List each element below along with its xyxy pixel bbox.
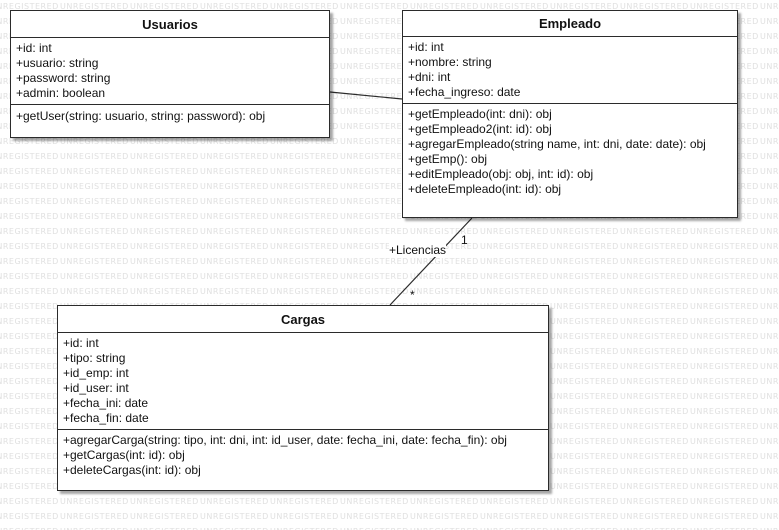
- class-cargas-methods: +agregarCarga(string: tipo, int: dni, in…: [58, 429, 548, 481]
- class-empleado-attributes: +id: int+nombre: string+dni: int+fecha_i…: [403, 37, 737, 103]
- attribute-row: +tipo: string: [63, 351, 126, 365]
- method-row: +agregarCarga(string: tipo, int: dni, in…: [63, 433, 507, 447]
- attribute-row: +fecha_ingreso: date: [408, 85, 521, 99]
- attribute-row: +password: string: [16, 71, 111, 85]
- attribute-row: +admin: boolean: [16, 86, 106, 100]
- attribute-row: +dni: int: [408, 70, 451, 84]
- class-usuarios[interactable]: Usuarios +id: int+usuario: string+passwo…: [10, 10, 330, 138]
- attribute-row: +id_emp: int: [63, 366, 129, 380]
- method-row: +getEmpleado2(int: id): obj: [408, 122, 552, 136]
- multiplicity-cargas-label: *: [410, 288, 415, 302]
- class-empleado-title: Empleado: [403, 11, 737, 37]
- class-usuarios-methods: +getUser(string: usuario, string: passwo…: [11, 104, 329, 127]
- class-empleado[interactable]: Empleado +id: int+nombre: string+dni: in…: [402, 10, 738, 218]
- class-cargas-attributes: +id: int+tipo: string+id_emp: int+id_use…: [58, 333, 548, 429]
- class-usuarios-attributes: +id: int+usuario: string+password: strin…: [11, 38, 329, 104]
- class-empleado-methods: +getEmpleado(int: dni): obj+getEmpleado2…: [403, 103, 737, 200]
- method-row: +getEmpleado(int: dni): obj: [408, 107, 552, 121]
- attribute-row: +id: int: [63, 336, 99, 350]
- empleado-cargas-association: [389, 217, 473, 306]
- association-role-label: +Licencias: [389, 243, 447, 257]
- class-cargas-title: Cargas: [58, 306, 548, 333]
- multiplicity-empleado-label: 1: [461, 233, 468, 247]
- class-usuarios-title: Usuarios: [11, 11, 329, 38]
- method-row: +getUser(string: usuario, string: passwo…: [16, 109, 266, 123]
- attribute-row: +fecha_fin: date: [63, 411, 149, 425]
- usuarios-empleado-link: [329, 91, 403, 100]
- method-row: +deleteEmpleado(int: id): obj: [408, 182, 562, 196]
- attribute-row: +id: int: [408, 40, 444, 54]
- method-row: +editEmpleado(obj: obj, int: id): obj: [408, 167, 594, 181]
- attribute-row: +nombre: string: [408, 55, 492, 69]
- attribute-row: +id_user: int: [63, 381, 129, 395]
- class-cargas[interactable]: Cargas +id: int+tipo: string+id_emp: int…: [57, 305, 549, 491]
- attribute-row: +fecha_ini: date: [63, 396, 149, 410]
- method-row: +getCargas(int: id): obj: [63, 448, 185, 462]
- method-row: +agregarEmpleado(string name, int: dni, …: [408, 137, 706, 151]
- method-row: +getEmp(): obj: [408, 152, 488, 166]
- attribute-row: +id: int: [16, 41, 52, 55]
- attribute-row: +usuario: string: [16, 56, 99, 70]
- method-row: +deleteCargas(int: id): obj: [63, 463, 201, 477]
